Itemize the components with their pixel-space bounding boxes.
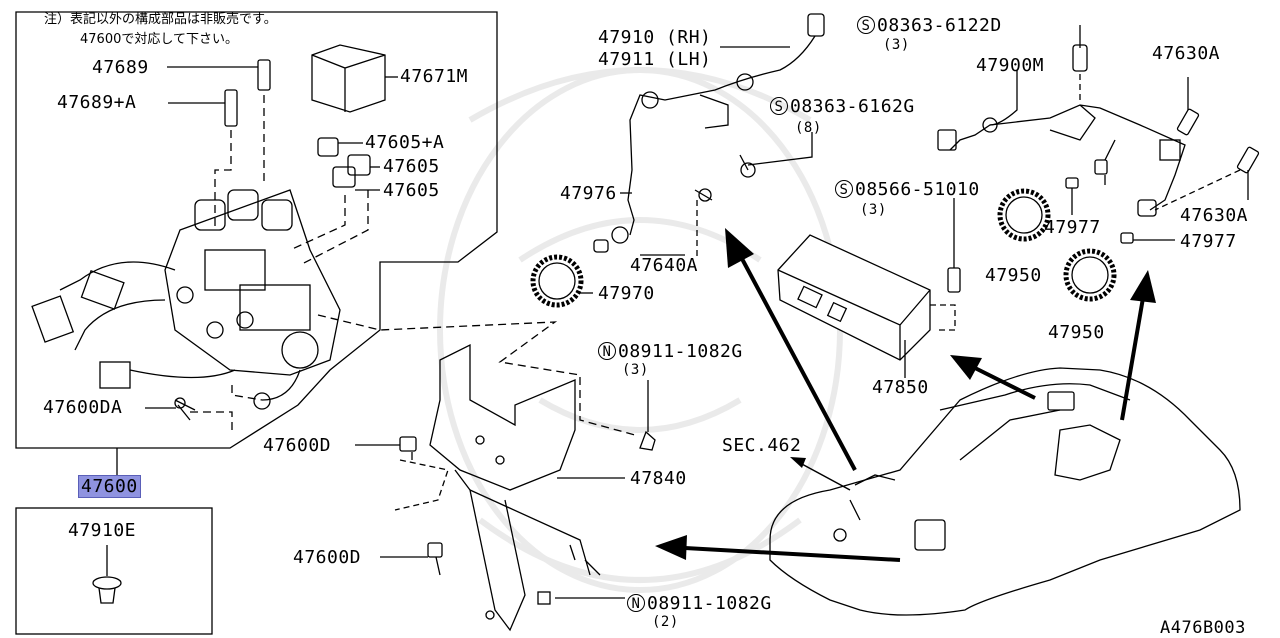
part-47977-2[interactable]: 47977 (1180, 231, 1237, 252)
part-47850[interactable]: 47850 (872, 377, 929, 398)
nut-bottom-qty: (2) (652, 614, 679, 630)
screw-08566-51010-qty: (3) (860, 202, 887, 218)
actuator-group-outline (15, 11, 498, 449)
nut-top-qty: (3) (622, 362, 649, 378)
front-wheel-sensor (593, 13, 825, 260)
part-47689a[interactable]: 47689+A (57, 92, 137, 113)
bolt-08363-6162g-qty: (8) (795, 120, 822, 136)
part-47911[interactable]: 47911 (LH) (598, 49, 712, 70)
actuator-bracket (355, 343, 656, 632)
part-47976[interactable]: 47976 (560, 183, 617, 204)
part-47840[interactable]: 47840 (630, 468, 687, 489)
part-47910[interactable]: 47910 (RH) (598, 27, 712, 48)
sensor-rotor-rear-1 (997, 188, 1051, 242)
part-47689[interactable]: 47689 (92, 57, 149, 78)
abs-actuator (31, 189, 341, 410)
s-mark-icon: S (770, 97, 788, 115)
diagram-code: A476B003 (1160, 618, 1246, 638)
bolt-08363-6122d-qty: (3) (883, 37, 910, 53)
part-47605-2[interactable]: 47605 (383, 180, 440, 201)
part-47640a[interactable]: 47640A (630, 255, 699, 276)
bolt-08363-6122d-label: 08363-6122D (877, 15, 1002, 36)
note-line-1: 注）表記以外の構成部品は非販売です。 (44, 12, 277, 27)
location-arrows (655, 228, 1156, 562)
part-47600-highlight[interactable]: 47600 (78, 475, 141, 498)
s-mark-icon: S (857, 16, 875, 34)
abs-control-unit (777, 198, 961, 378)
part-47600-main[interactable]: 47600 (78, 475, 141, 498)
screw-08566-51010-label: 08566-51010 (855, 179, 980, 200)
part-47600d-bottom[interactable]: 47600D (293, 547, 362, 568)
part-47605-1[interactable]: 47605 (383, 156, 440, 177)
part-47900m[interactable]: 47900M (976, 55, 1045, 76)
part-47600d-top[interactable]: 47600D (263, 435, 332, 456)
part-47605a[interactable]: 47605+A (365, 132, 445, 153)
part-47950-1[interactable]: 47950 (985, 265, 1042, 286)
s-mark-icon: S (835, 180, 853, 198)
sensor-rotor-front (530, 254, 593, 308)
note-line-2: 47600で対応して下さい。 (80, 32, 238, 47)
part-47950-2[interactable]: 47950 (1048, 322, 1105, 343)
actuator-cover (311, 44, 386, 113)
part-47977-1[interactable]: 47977 (1044, 217, 1101, 238)
section-ref-462[interactable]: SEC.462 (722, 435, 802, 456)
part-47630a-right[interactable]: 47630A (1180, 205, 1249, 226)
nut-bottom-label: 08911-1082G (647, 593, 772, 614)
n-mark-icon: N (627, 594, 645, 612)
part-47600da[interactable]: 47600DA (43, 397, 123, 418)
sensor-rotor-rear-2 (1063, 248, 1117, 302)
vehicle-outline (769, 367, 1241, 616)
nut-top-label: 08911-1082G (618, 341, 743, 362)
part-47671m[interactable]: 47671M (400, 66, 469, 87)
part-47630a-top[interactable]: 47630A (1152, 43, 1221, 64)
part-47910e[interactable]: 47910E (68, 520, 137, 541)
n-mark-icon: N (598, 342, 616, 360)
bolt-08363-6162g-label: 08363-6162G (790, 96, 915, 117)
rear-sensor-harness (937, 25, 1260, 244)
clip-box (15, 507, 213, 635)
part-47970[interactable]: 47970 (598, 283, 655, 304)
